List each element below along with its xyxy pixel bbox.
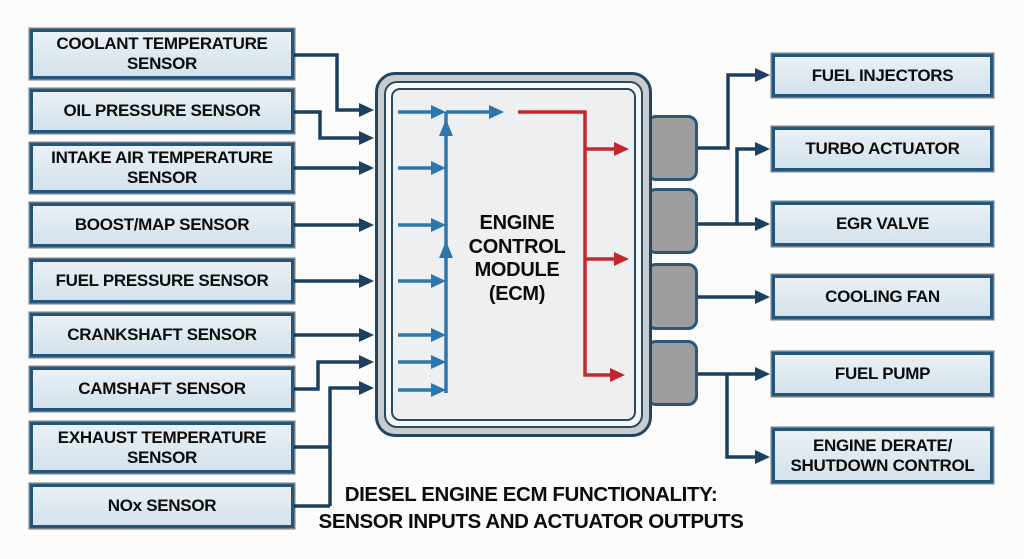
wire-turbo-actuator: [698, 142, 770, 226]
output-label: TURBO ACTUATOR: [805, 139, 960, 158]
input-label: EXHAUST TEMPERATURE SENSOR: [57, 427, 267, 467]
ecm-internal-output-arrows: [518, 110, 629, 382]
input-box-exhaust-temperature-sensor: EXHAUST TEMPERATURE SENSOR: [30, 422, 294, 473]
input-box-oil-pressure-sensor: OIL PRESSURE SENSOR: [30, 89, 294, 133]
input-label: INTAKE AIR TEMPERATURE SENSOR: [51, 148, 273, 187]
input-box-coolant-temperature-sensor: COOLANT TEMPERATURE SENSOR: [30, 29, 294, 79]
ecm-label: ENGINE CONTROL MODULE (ECM): [468, 212, 566, 305]
input-box-crankshaft-sensor: CRANKSHAFT SENSOR: [30, 313, 294, 357]
input-label: NOx SENSOR: [107, 496, 217, 515]
input-label: CAMSHAFT SENSOR: [78, 379, 246, 398]
output-label: EGR VALVE: [835, 214, 930, 233]
input-box-fuel-pressure-sensor: FUEL PRESSURE SENSOR: [30, 259, 294, 303]
output-label: COOLING FAN: [825, 287, 940, 306]
wire-engine-derate: [725, 374, 770, 464]
input-label: FUEL PRESSURE SENSOR: [55, 271, 269, 290]
sensor-input-connectors: [294, 53, 374, 508]
wire-exhaust-nox-merge: [328, 381, 374, 506]
input-label: CRANKSHAFT SENSOR: [67, 325, 257, 344]
wire-oil-pressure: [294, 110, 374, 145]
output-label: FUEL INJECTORS: [811, 65, 954, 85]
output-box-cooling-fan: COOLING FAN: [772, 275, 993, 319]
output-box-fuel-pump: FUEL PUMP: [772, 352, 993, 396]
wire-fuel-injectors: [698, 68, 770, 150]
input-label: OIL PRESSURE SENSOR: [63, 101, 261, 120]
output-box-fuel-injectors: FUEL INJECTORS: [772, 54, 993, 97]
blue-up-arrowhead: [439, 241, 453, 258]
wire-coolant: [294, 53, 374, 117]
blue-up-arrowhead: [439, 119, 453, 136]
ecm-internal-input-arrows: [398, 105, 504, 397]
wire-camshaft: [294, 355, 374, 391]
output-box-egr-valve: EGR VALVE: [772, 202, 993, 246]
output-label: ENGINE DERATE/ SHUTDOWN CONTROL: [790, 435, 975, 475]
input-label: BOOST/MAP SENSOR: [74, 215, 250, 234]
input-box-boost-map-sensor: BOOST/MAP SENSOR: [30, 203, 294, 247]
caption-line-2: SENSOR INPUTS AND ACTUATOR OUTPUTS: [318, 510, 744, 533]
red-output-trunk: [518, 110, 625, 382]
actuator-output-connectors: [698, 68, 770, 464]
output-box-turbo-actuator: TURBO ACTUATOR: [772, 127, 993, 171]
output-box-engine-derate-shutdown-control: ENGINE DERATE/ SHUTDOWN CONTROL: [772, 428, 993, 483]
output-label: FUEL PUMP: [834, 364, 931, 383]
input-label: COOLANT TEMPERATURE SENSOR: [56, 34, 268, 73]
ecm-connector-tab-4: [646, 340, 698, 406]
caption-line-1: DIESEL ENGINE ECM FUNCTIONALITY:: [344, 483, 718, 506]
input-box-nox-sensor: NOx SENSOR: [30, 484, 294, 528]
input-box-intake-air-temperature-sensor: INTAKE AIR TEMPERATURE SENSOR: [30, 143, 294, 193]
diagram-caption: DIESEL ENGINE ECM FUNCTIONALITY: SENSOR …: [285, 481, 777, 535]
input-box-camshaft-sensor: CAMSHAFT SENSOR: [30, 367, 294, 411]
